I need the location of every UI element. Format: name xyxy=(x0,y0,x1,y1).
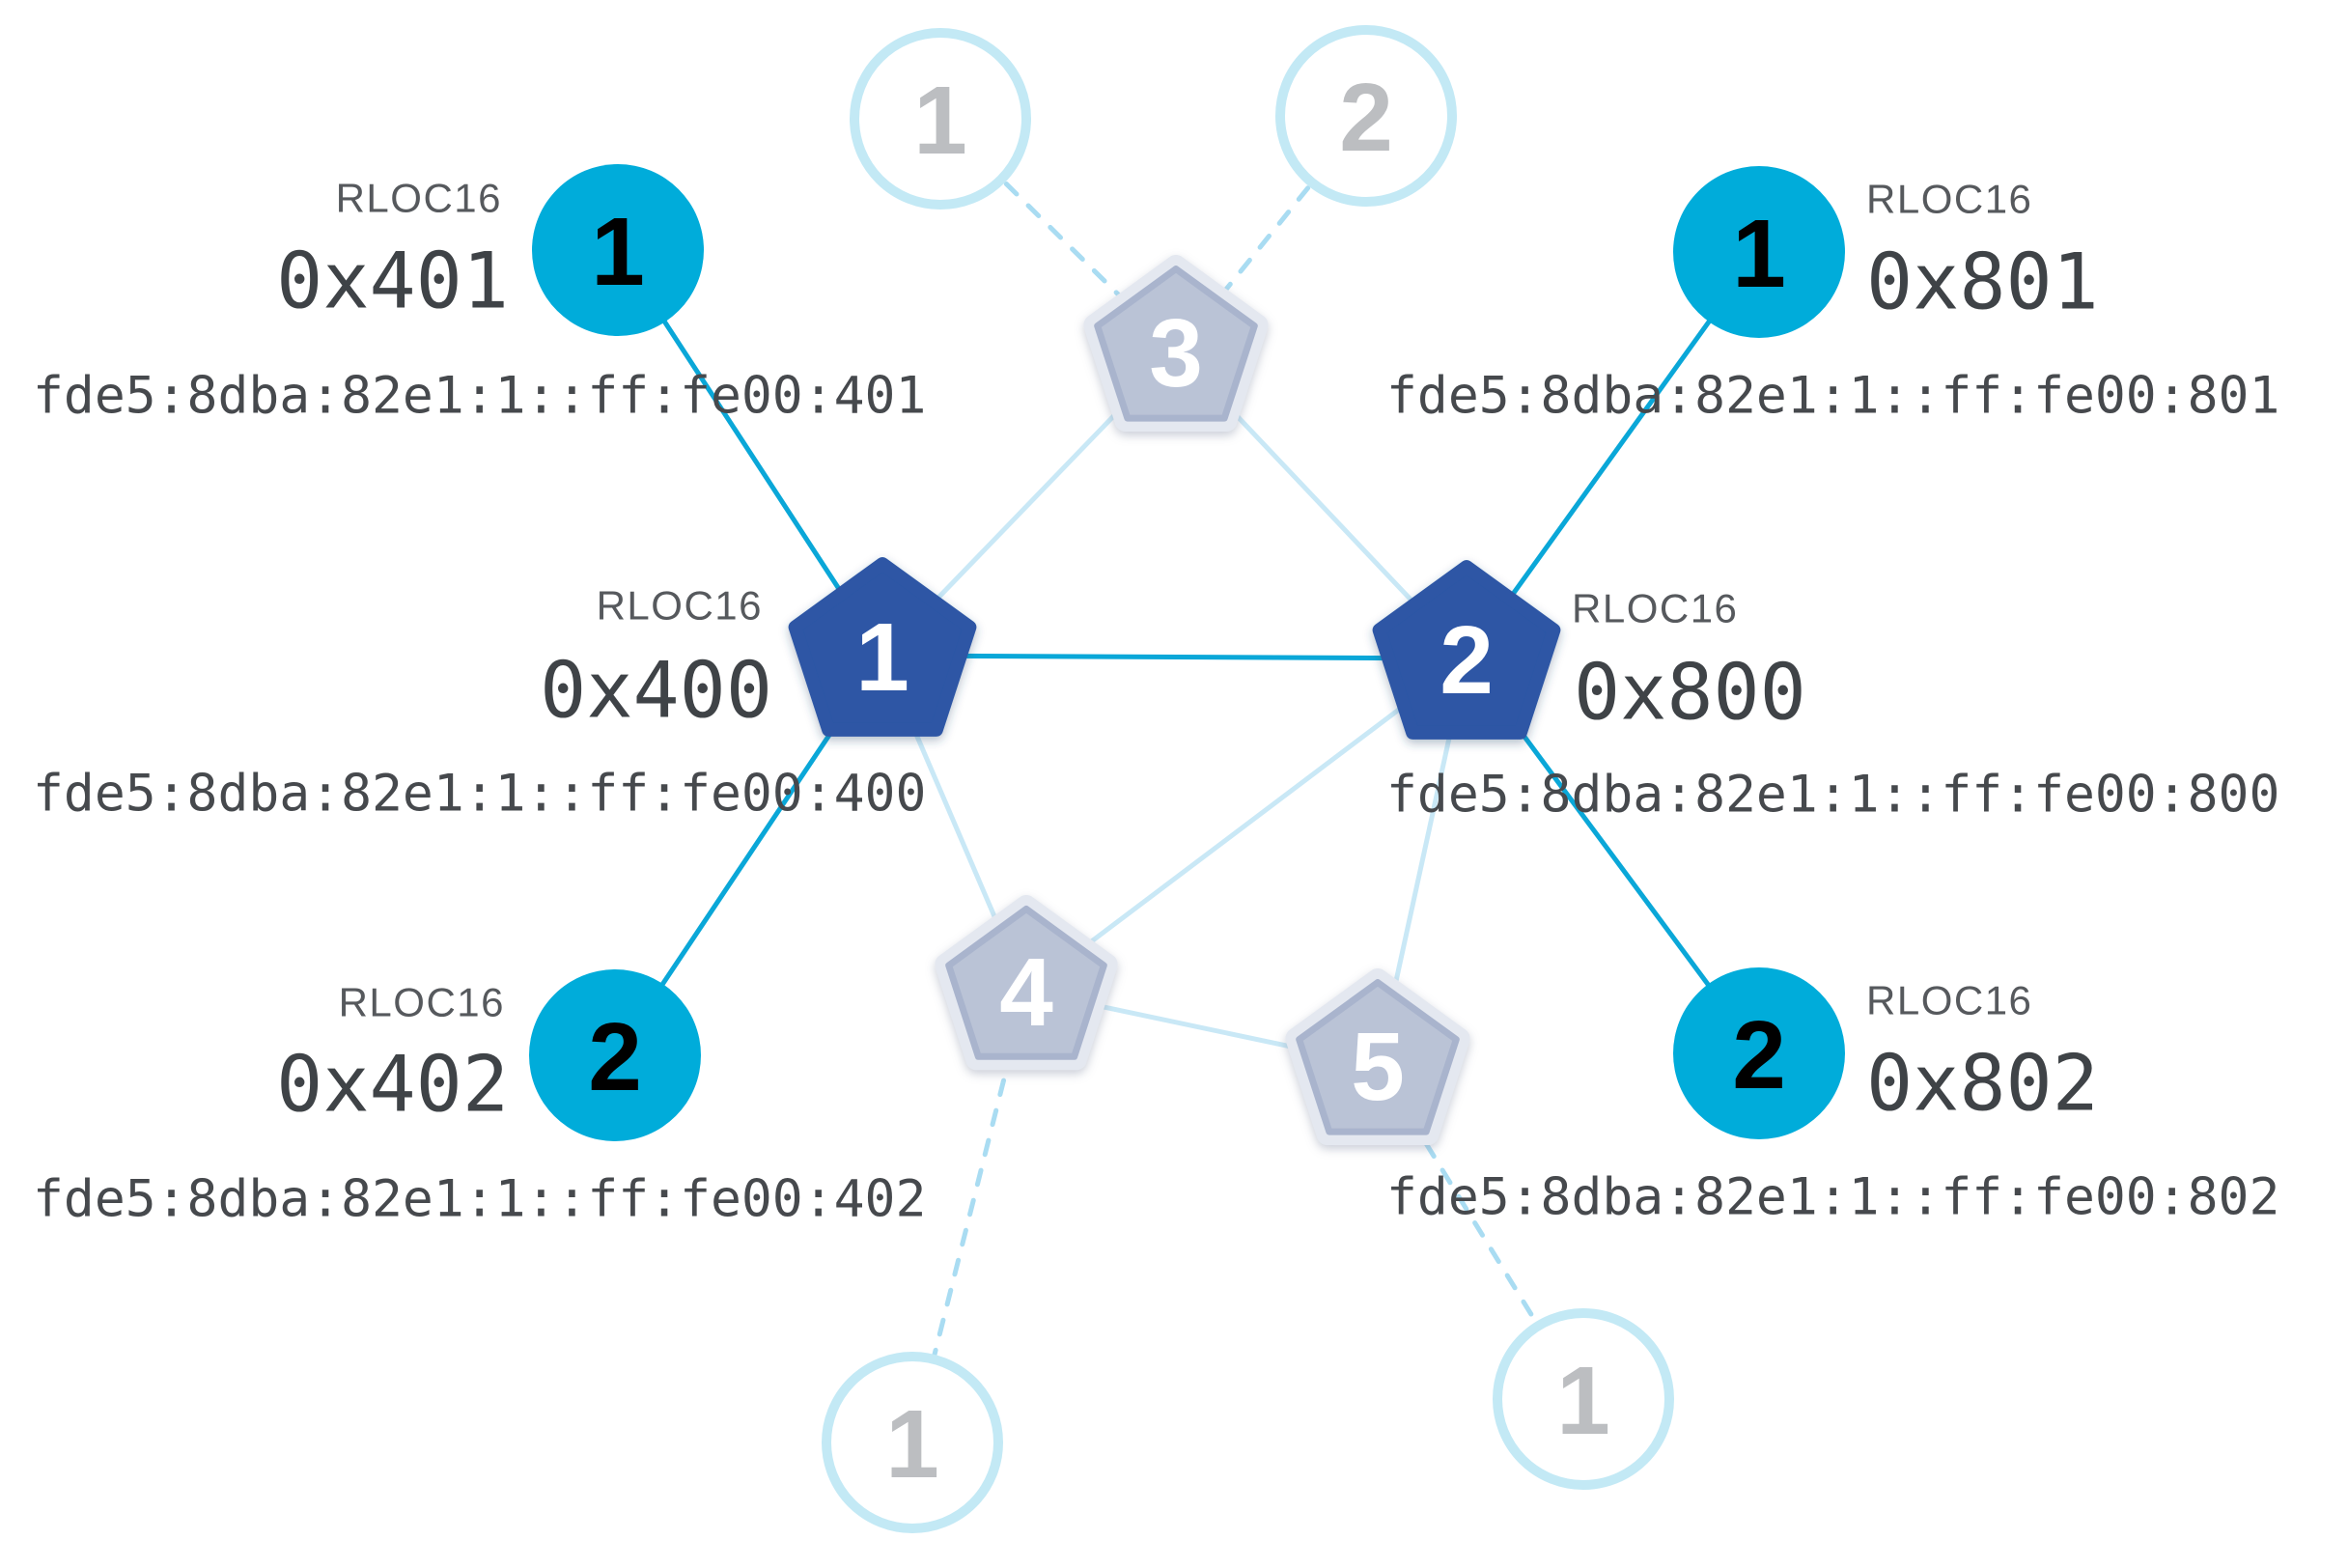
faded-child-circle-icon xyxy=(1493,1308,1674,1490)
labels-layer: RLOC160x400fde5:8dba:82e1:1::ff:fe00:400… xyxy=(33,176,2279,1229)
node-router-1-leader[interactable]: 1 xyxy=(788,557,977,737)
node-number: 3 xyxy=(1149,299,1203,407)
child-circle-icon xyxy=(1673,166,1845,338)
child-1-0x401-rloc16-value: 0x401 xyxy=(276,237,509,326)
node-faded-child-1-top[interactable]: 1 xyxy=(850,28,1031,210)
node-child-1-0x801[interactable]: 1 xyxy=(1673,166,1845,338)
node-child-2-0x402[interactable]: 2 xyxy=(529,969,701,1141)
child-1-0x801-ipv6-address: fde5:8dba:82e1:1::ff:fe00:801 xyxy=(1386,367,2279,426)
router-2-rloc16-value: 0x800 xyxy=(1574,648,1806,738)
node-router-4[interactable]: 4 xyxy=(935,895,1118,1071)
faded-child-circle-icon xyxy=(1275,25,1457,207)
node-router-3[interactable]: 3 xyxy=(1083,255,1269,432)
node-number: 2 xyxy=(1732,1001,1786,1109)
node-child-1-0x401[interactable]: 1 xyxy=(532,164,704,336)
child-circle-icon xyxy=(1673,967,1845,1139)
router-1-leader-rloc16-value: 0x400 xyxy=(540,646,772,736)
node-faded-child-1-bottom-left[interactable]: 1 xyxy=(822,1352,1003,1533)
child-1-0x401-rloc16-caption: RLOC16 xyxy=(336,176,502,221)
node-number: 1 xyxy=(913,67,967,175)
node-number: 1 xyxy=(591,198,645,306)
child-2-0x402-rloc16-value: 0x402 xyxy=(276,1040,509,1130)
node-number: 1 xyxy=(885,1390,939,1498)
node-router-2[interactable]: 2 xyxy=(1372,560,1561,740)
nodes-layer: 3 4 5 1 2 1 2 1 2 1 2 1 1 xyxy=(529,25,1845,1533)
router-1-leader-rloc16-caption: RLOC16 xyxy=(597,583,763,629)
child-circle-icon xyxy=(529,969,701,1141)
child-2-0x802-rloc16-caption: RLOC16 xyxy=(1866,978,2032,1023)
child-2-0x402-ipv6-address: fde5:8dba:82e1:1::ff:fe00:402 xyxy=(33,1170,926,1229)
node-faded-child-2-top[interactable]: 2 xyxy=(1275,25,1457,207)
router-1-leader-ipv6-address: fde5:8dba:82e1:1::ff:fe00:400 xyxy=(33,765,926,824)
faded-child-circle-icon xyxy=(822,1352,1003,1533)
node-number: 5 xyxy=(1351,1013,1405,1121)
node-number: 4 xyxy=(999,938,1053,1047)
node-number: 1 xyxy=(1732,200,1786,308)
child-circle-icon xyxy=(532,164,704,336)
router-pentagon-ring xyxy=(1094,266,1258,422)
child-1-0x801-rloc16-value: 0x801 xyxy=(1866,238,2099,327)
child-1-0x401-ipv6-address: fde5:8dba:82e1:1::ff:fe00:401 xyxy=(33,367,926,426)
faded-child-circle-icon xyxy=(850,28,1031,210)
router-pentagon-ring xyxy=(1296,979,1460,1135)
node-child-2-0x802[interactable]: 2 xyxy=(1673,967,1845,1139)
node-number: 1 xyxy=(1556,1347,1610,1455)
node-number: 2 xyxy=(1339,64,1393,172)
child-2-0x802-rloc16-value: 0x802 xyxy=(1866,1039,2099,1129)
router-pentagon-ring xyxy=(945,906,1107,1060)
router-pentagon-icon xyxy=(1372,560,1561,740)
child-1-0x801-rloc16-caption: RLOC16 xyxy=(1866,177,2032,222)
node-number: 2 xyxy=(588,1003,642,1111)
router-2-rloc16-caption: RLOC16 xyxy=(1572,586,1738,631)
node-number: 1 xyxy=(855,603,909,712)
link-mesh-r2-r4 xyxy=(1024,657,1468,993)
node-router-5[interactable]: 5 xyxy=(1285,968,1470,1145)
link-active-r1-r2 xyxy=(881,653,1468,661)
node-number: 2 xyxy=(1440,606,1494,714)
child-2-0x802-ipv6-address: fde5:8dba:82e1:1::ff:fe00:802 xyxy=(1386,1168,2279,1227)
child-2-0x402-rloc16-caption: RLOC16 xyxy=(339,980,505,1025)
router-2-ipv6-address: fde5:8dba:82e1:1::ff:fe00:800 xyxy=(1386,766,2279,825)
node-faded-child-1-bottom-right[interactable]: 1 xyxy=(1493,1308,1674,1490)
router-pentagon-icon xyxy=(788,557,977,737)
